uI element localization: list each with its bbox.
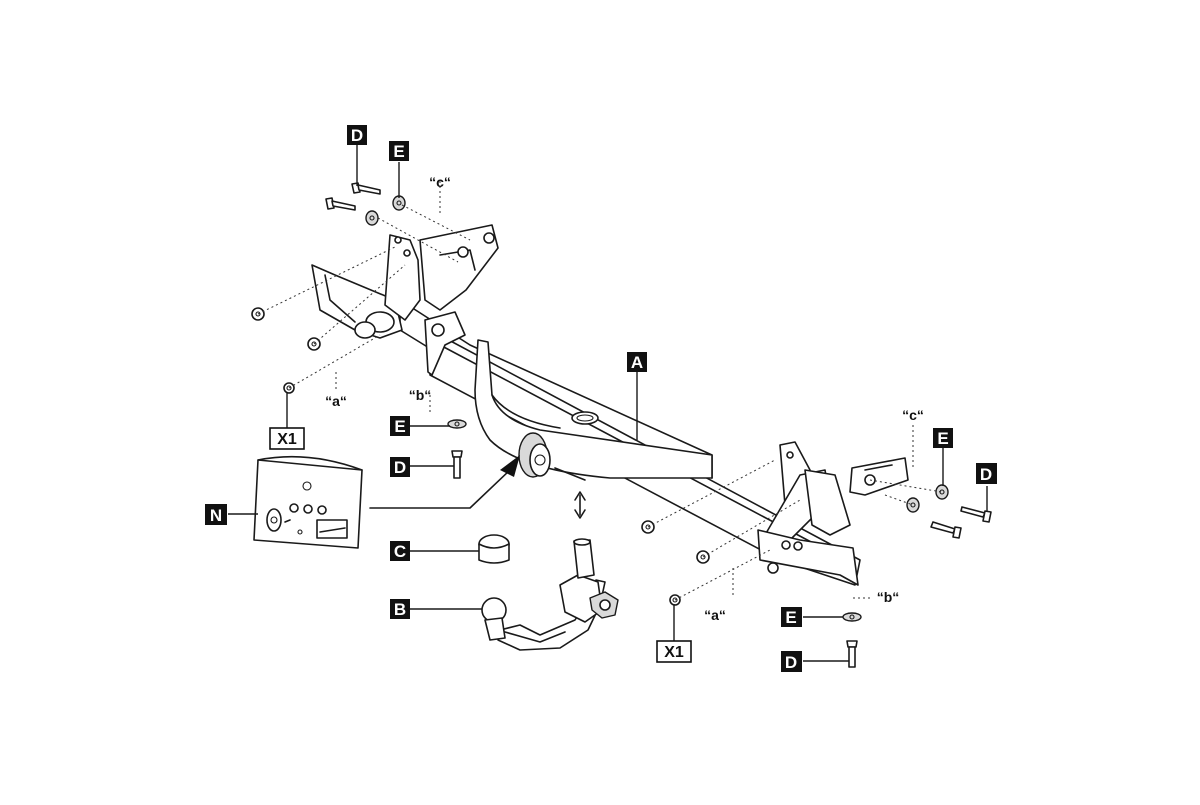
label-e-left-top: E [389, 141, 409, 161]
svg-text:C: C [394, 542, 406, 561]
label-d-right-bottom: D [781, 651, 802, 672]
right-dash-lines [647, 425, 943, 601]
svg-text:B: B [394, 600, 406, 619]
right-fasteners [641, 484, 992, 606]
label-d-left-mid: D [390, 457, 410, 477]
svg-text:E: E [937, 429, 948, 448]
label-point-b-right: “b“ [877, 589, 900, 605]
label-c: C [390, 541, 410, 561]
towball-neck [478, 534, 619, 651]
label-x1-right: X1 [656, 640, 692, 663]
left-bracket [311, 224, 499, 376]
label-e-right-top: E [933, 428, 953, 448]
label-a: A [627, 352, 647, 372]
label-point-b-left: “b“ [409, 387, 432, 403]
label-point-a-right: “a“ [704, 607, 726, 623]
left-loose-fasteners [447, 419, 467, 479]
label-point-c-right: “c“ [902, 407, 924, 423]
label-b: B [390, 599, 410, 619]
socket-module [253, 455, 520, 549]
label-d-right-top: D [976, 463, 997, 484]
svg-text:X1: X1 [277, 431, 297, 448]
svg-text:E: E [785, 608, 796, 627]
svg-text:A: A [631, 353, 643, 372]
svg-text:E: E [394, 417, 405, 436]
label-point-a-left: “a“ [325, 393, 347, 409]
label-e-right-bottom: E [781, 607, 802, 627]
right-bracket [757, 441, 909, 586]
svg-text:D: D [394, 458, 406, 477]
svg-text:X1: X1 [664, 644, 684, 661]
svg-text:D: D [980, 465, 992, 484]
vertical-double-arrow [574, 491, 586, 519]
svg-text:D: D [785, 653, 797, 672]
left-dash-lines [257, 181, 471, 415]
label-n: N [205, 504, 227, 525]
leader-lines [228, 145, 988, 662]
svg-text:E: E [393, 142, 404, 161]
svg-text:N: N [210, 506, 222, 525]
svg-text:D: D [351, 126, 363, 145]
label-e-left-mid: E [390, 416, 410, 436]
label-x1-left: X1 [269, 427, 305, 450]
right-loose-fasteners [842, 612, 862, 668]
label-d-left-top: D [347, 125, 367, 145]
label-point-c-left: “c“ [429, 174, 451, 190]
